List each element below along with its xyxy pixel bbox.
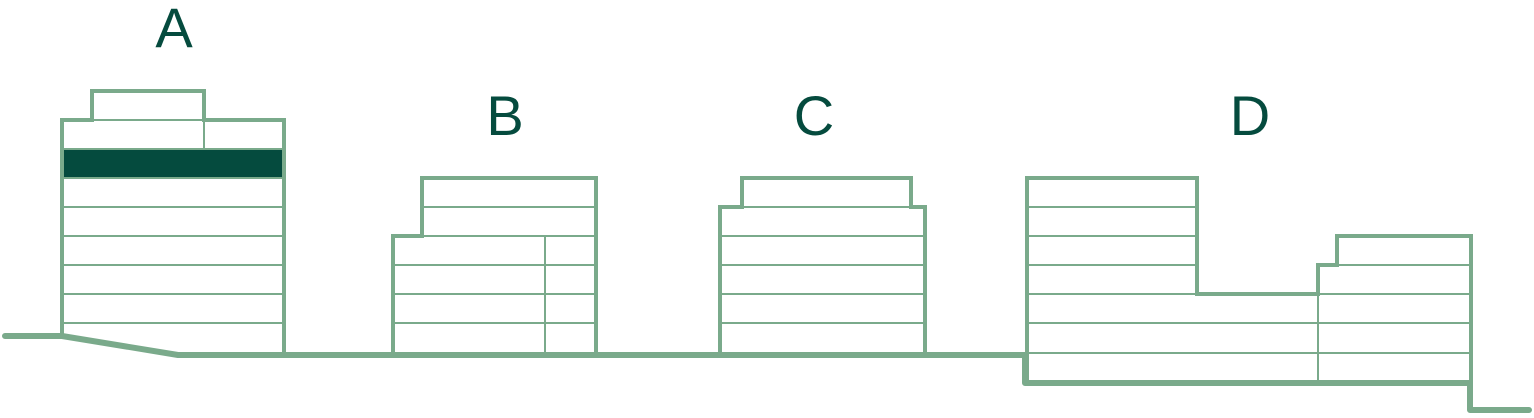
building-a-outline bbox=[60, 89, 286, 353]
building-d[interactable]: D bbox=[1025, 84, 1473, 383]
building-a-highlighted-floor[interactable] bbox=[64, 150, 282, 177]
building-d-floor-lines bbox=[1027, 206, 1471, 383]
building-b-label: B bbox=[486, 84, 523, 147]
building-a[interactable]: A bbox=[60, 0, 286, 353]
building-c-outline bbox=[718, 176, 927, 353]
building-c-label: C bbox=[794, 84, 834, 147]
building-c[interactable]: C bbox=[718, 84, 927, 353]
building-a-label: A bbox=[155, 0, 193, 59]
building-b[interactable]: B bbox=[391, 84, 598, 353]
building-d-label: D bbox=[1230, 84, 1270, 147]
building-d-outline bbox=[1025, 176, 1473, 383]
building-b-floor-lines bbox=[393, 206, 596, 353]
ground-line bbox=[2, 333, 1532, 413]
building-c-floor-lines bbox=[720, 206, 925, 324]
building-a-floor-lines bbox=[62, 119, 284, 324]
